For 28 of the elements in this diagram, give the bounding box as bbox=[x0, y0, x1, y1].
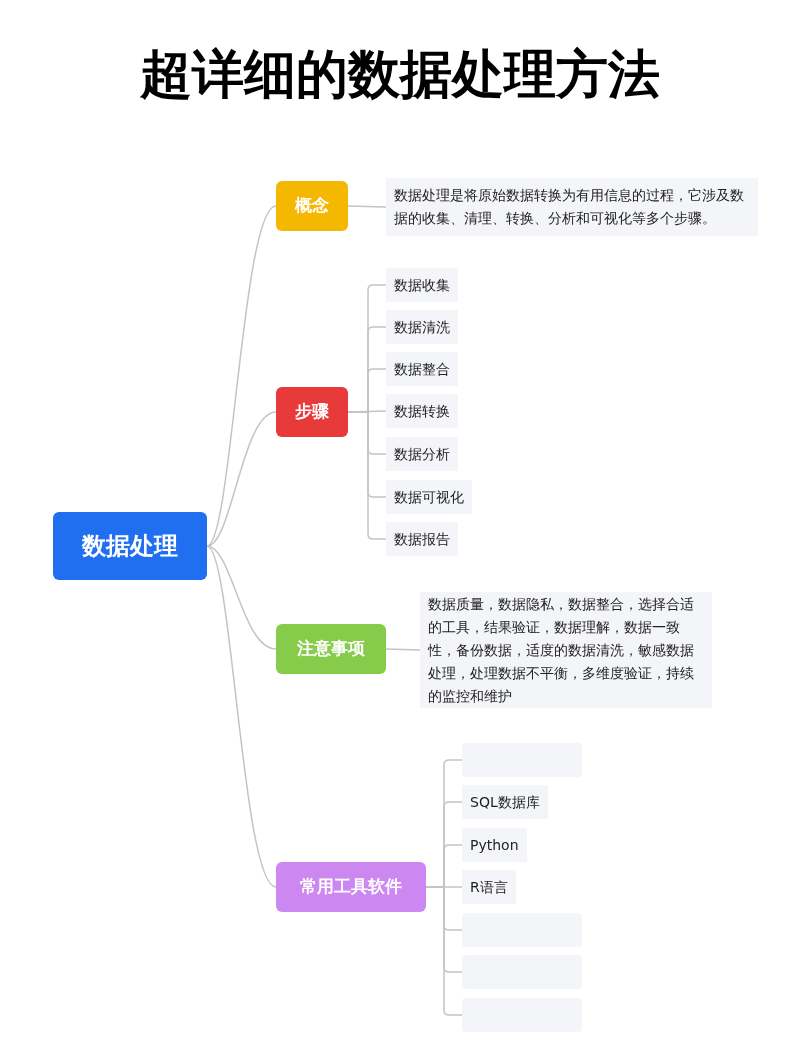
subtopic-label: Python bbox=[462, 828, 527, 862]
connector-line bbox=[385, 648, 421, 651]
subtopic-label: 数据分析 bbox=[386, 437, 458, 471]
blank-label-box bbox=[462, 743, 582, 777]
topic-box: 常用工具软件 bbox=[276, 862, 426, 912]
notes-text: 数据质量，数据隐私，数据整合，选择合适的工具，结果验证，数据理解，数据一致性，备份数据，适度的数据清洗，敏感数据处理，处理数据不平衡，多维度验证，持续的监控和维护 bbox=[420, 592, 712, 708]
subtopic-label: 数据可视化 bbox=[386, 480, 472, 514]
description-text: 数据处理是将原始数据转换为有用信息的过程，它涉及数据的收集、清理、转换、分析和可视化等多个步骤。 bbox=[386, 178, 758, 236]
topic-box: 概念 bbox=[276, 181, 348, 231]
topic-box: 步骤 bbox=[276, 387, 348, 437]
subtopic-label: 数据收集 bbox=[386, 268, 458, 302]
blank-label-box bbox=[462, 955, 582, 989]
subtopic-label: 数据整合 bbox=[386, 352, 458, 386]
subtopic-label: R语言 bbox=[462, 870, 516, 904]
root-topic-box: 数据处理 bbox=[53, 512, 207, 580]
blank-label-box bbox=[462, 998, 582, 1032]
blank-label-box bbox=[462, 913, 582, 947]
connector-line bbox=[206, 205, 277, 547]
title: 超详细的数据处理方法 bbox=[139, 48, 661, 100]
connector-line bbox=[206, 411, 277, 547]
subtopic-label: 数据清洗 bbox=[386, 310, 458, 344]
subtopic-label: 数据报告 bbox=[386, 522, 458, 556]
connector-line bbox=[425, 886, 463, 1016]
connector-line bbox=[347, 205, 387, 208]
connector-line bbox=[206, 545, 277, 888]
topic-box: 注意事项 bbox=[276, 624, 386, 674]
subtopic-label: SQL数据库 bbox=[462, 785, 548, 819]
subtopic-label: 数据转换 bbox=[386, 394, 458, 428]
